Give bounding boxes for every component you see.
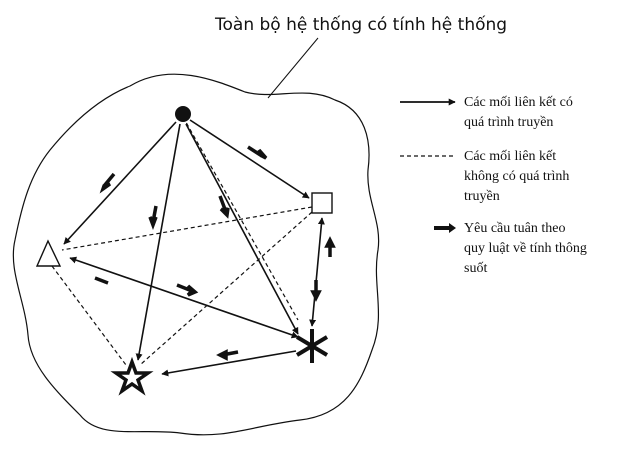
legend-dashed-line-2: không có quá trình — [464, 169, 569, 184]
node-square — [311, 192, 333, 214]
node-triangle — [35, 239, 62, 267]
dashed-link-triangle-star — [51, 265, 127, 366]
solid-link-circle-asterisk — [185, 123, 299, 335]
node-star — [110, 356, 154, 396]
system-boundary — [12, 73, 380, 436]
legend-solid-line-2: quá trình truyền — [464, 115, 553, 130]
dashed-link-square-star — [139, 211, 313, 366]
legend: Các mối liên kết có quá trình truyền Các… — [400, 95, 587, 276]
solid-link-circle-square — [189, 119, 310, 199]
dashed-link-triangle-asterisk — [182, 116, 299, 321]
legend-solid-line-1: Các mối liên kết có — [464, 95, 573, 110]
solid-link-circle-triangle — [63, 121, 177, 245]
solid-link-circle-star — [135, 123, 181, 361]
node-asterisk — [295, 329, 329, 363]
legend-requirement-line-2: quy luật về tính thông — [464, 241, 587, 256]
requirement-arrow — [218, 195, 228, 213]
legend-dashed-line-1: Các mối liên kết — [464, 149, 556, 164]
title-leader-line — [267, 37, 319, 99]
dashed-link-square-triangle — [61, 206, 313, 251]
diagram-title: Toàn bộ hệ thống có tính hệ thống — [214, 14, 507, 35]
solid-link-asterisk-triangle — [69, 256, 299, 339]
requirement-arrow — [94, 276, 109, 285]
legend-requirement-line-1: Yêu cầu tuân theo — [464, 221, 565, 236]
solid-links — [63, 119, 325, 377]
requirement-markers — [94, 145, 336, 361]
legend-requirement-line-3: suốt — [464, 261, 487, 276]
legend-dashed-line-3: truyền — [464, 189, 500, 204]
node-filled-circle — [175, 106, 191, 122]
solid-link-asterisk-star — [161, 350, 297, 377]
solid-link-square-asterisk — [309, 217, 325, 327]
